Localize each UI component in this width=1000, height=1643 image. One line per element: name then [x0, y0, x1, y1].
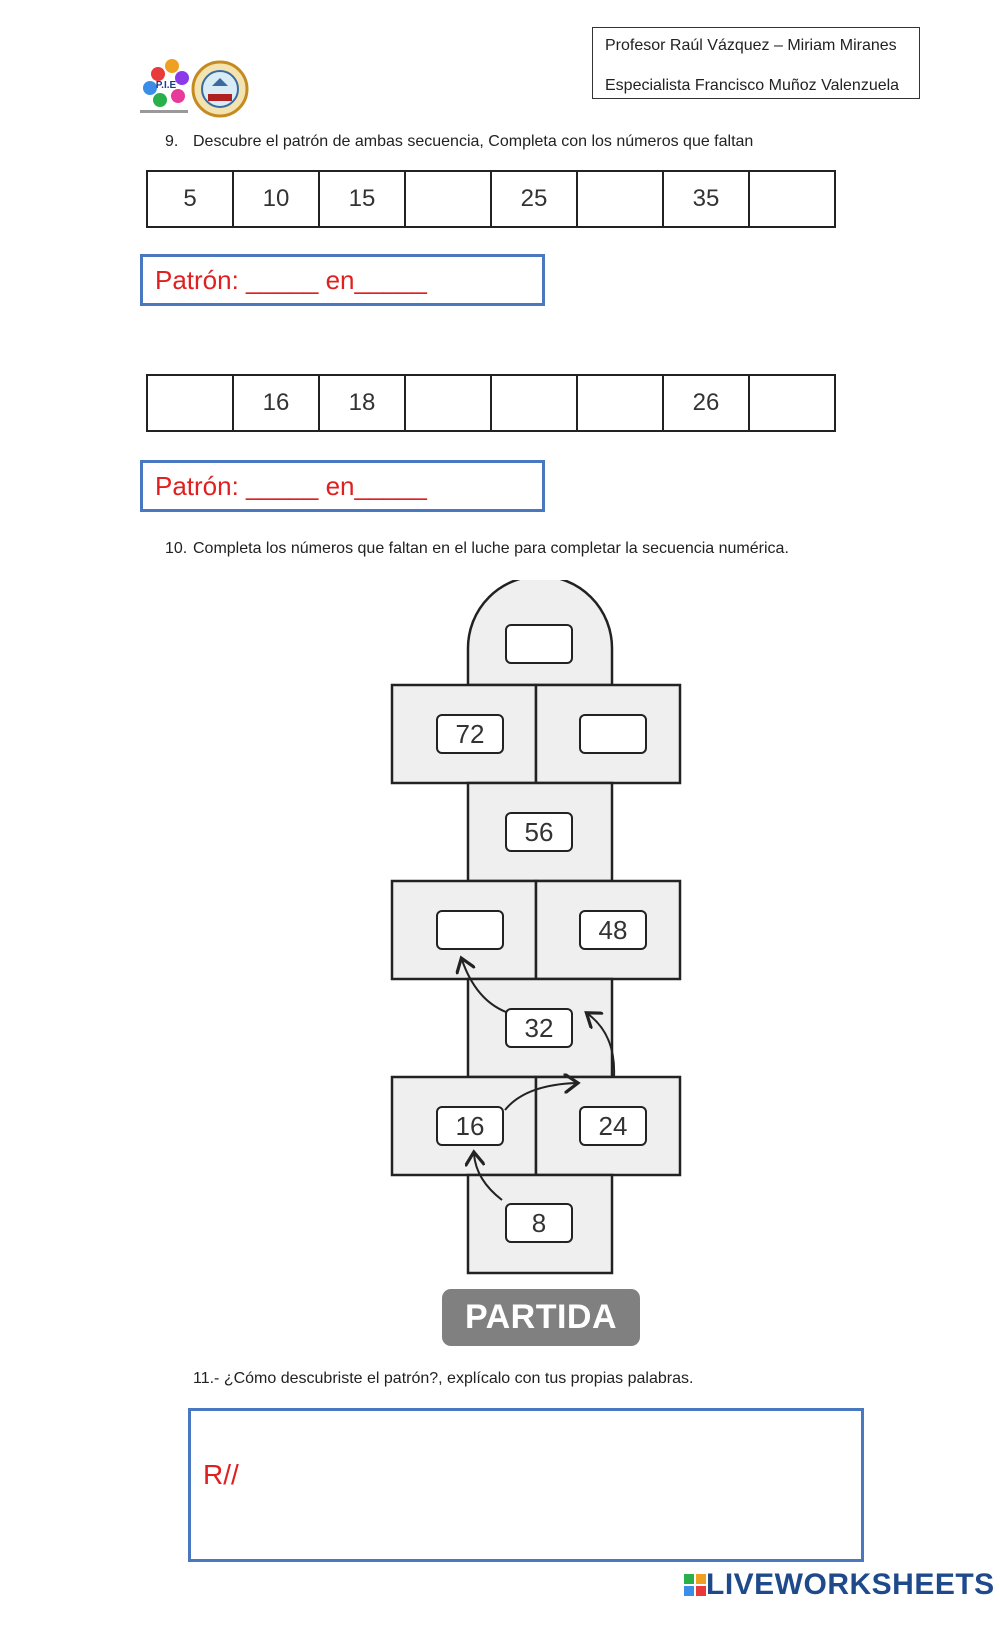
question-9: 9. Descubre el patrón de ambas secuencia,… [165, 133, 753, 151]
liveworksheets-brand: LIVEWORKSHEETS [706, 1568, 995, 1601]
sequence-2-input[interactable] [750, 376, 834, 430]
question-10-text: Completa los números que faltan en el lu… [193, 540, 789, 557]
hopscotch-box [505, 812, 573, 852]
pie-logo: P.I.E [140, 59, 189, 113]
sequence-1-cell: 10 [234, 172, 320, 226]
question-9-text: Descubre el patrón de ambas secuencia, C… [193, 133, 754, 150]
arrow [504, 1083, 576, 1111]
hopscotch-value: 16 [456, 1111, 485, 1141]
sequence-2-input[interactable] [492, 376, 578, 430]
sequence-1-cell: 25 [492, 172, 578, 226]
sequence-2-cell: 26 [664, 376, 750, 430]
sequence-2-table: 16 18 26 [146, 374, 836, 432]
school-seal [191, 60, 249, 118]
sequence-2-cell: 16 [234, 376, 320, 430]
sequence-1-cell: 5 [148, 172, 234, 226]
question-9-number: 9. [165, 133, 179, 150]
answer-prefix: R// [203, 1459, 239, 1490]
question-10: 10. Completa los números que faltan en el… [165, 540, 789, 558]
sequence-2-input[interactable] [148, 376, 234, 430]
sequence-1-cell: 15 [320, 172, 406, 226]
sequence-1-cell: 35 [664, 172, 750, 226]
sequence-1-table: 5 10 15 25 35 [146, 170, 836, 228]
arrow [588, 1014, 616, 1078]
start-label: PARTIDA [442, 1289, 640, 1346]
pattern-2-answer[interactable]: Patrón: _____ en_____ [140, 460, 545, 512]
hopscotch-box [505, 1008, 573, 1048]
hopscotch-value: 72 [456, 719, 485, 749]
question-11: 11.- ¿Cómo descubriste el patrón?, explí… [193, 1370, 694, 1387]
arrow [462, 960, 507, 1013]
liveworksheets-icon [684, 1574, 706, 1596]
liveworksheets-logo: LIVEWORKSHEETS [684, 1568, 995, 1602]
hopscotch-value: 48 [599, 915, 628, 945]
sequence-2-cell: 18 [320, 376, 406, 430]
hopscotch-box [579, 1106, 647, 1146]
sequence-2-input[interactable] [578, 376, 664, 430]
explanation-answer-box[interactable]: R// [188, 1408, 864, 1562]
school-logos: P.I.E [140, 59, 249, 118]
hopscotch-box [579, 910, 647, 950]
question-10-number: 10. [165, 540, 188, 557]
header-teachers: Profesor Raúl Vázquez – Miriam Miranes [605, 37, 897, 54]
hopscotch-box [436, 714, 504, 754]
sequence-2-input[interactable] [406, 376, 492, 430]
hopscotch-box [505, 1203, 573, 1243]
svg-text:P.I.E: P.I.E [156, 80, 177, 91]
hopscotch-box-input[interactable] [436, 910, 504, 950]
sequence-1-input[interactable] [578, 172, 664, 226]
hopscotch-value: 8 [532, 1208, 546, 1238]
header-specialist: Especialista Francisco Muñoz Valenzuela [605, 77, 900, 94]
header-box: Profesor Raúl Vázquez – Miriam Miranes E… [592, 27, 920, 99]
hopscotch-box-input[interactable] [579, 714, 647, 754]
hopscotch-box [436, 1106, 504, 1146]
sequence-1-input[interactable] [406, 172, 492, 226]
hopscotch-value: 24 [599, 1111, 628, 1141]
sequence-1-input[interactable] [750, 172, 834, 226]
arrow [474, 1154, 503, 1201]
hopscotch-box-top[interactable] [505, 624, 573, 664]
hopscotch-value: 56 [525, 817, 554, 847]
hopscotch-value: 32 [525, 1013, 554, 1043]
hopscotch: 72 56 48 32 16 24 8 [390, 580, 682, 1275]
pattern-1-answer[interactable]: Patrón: _____ en_____ [140, 254, 545, 306]
